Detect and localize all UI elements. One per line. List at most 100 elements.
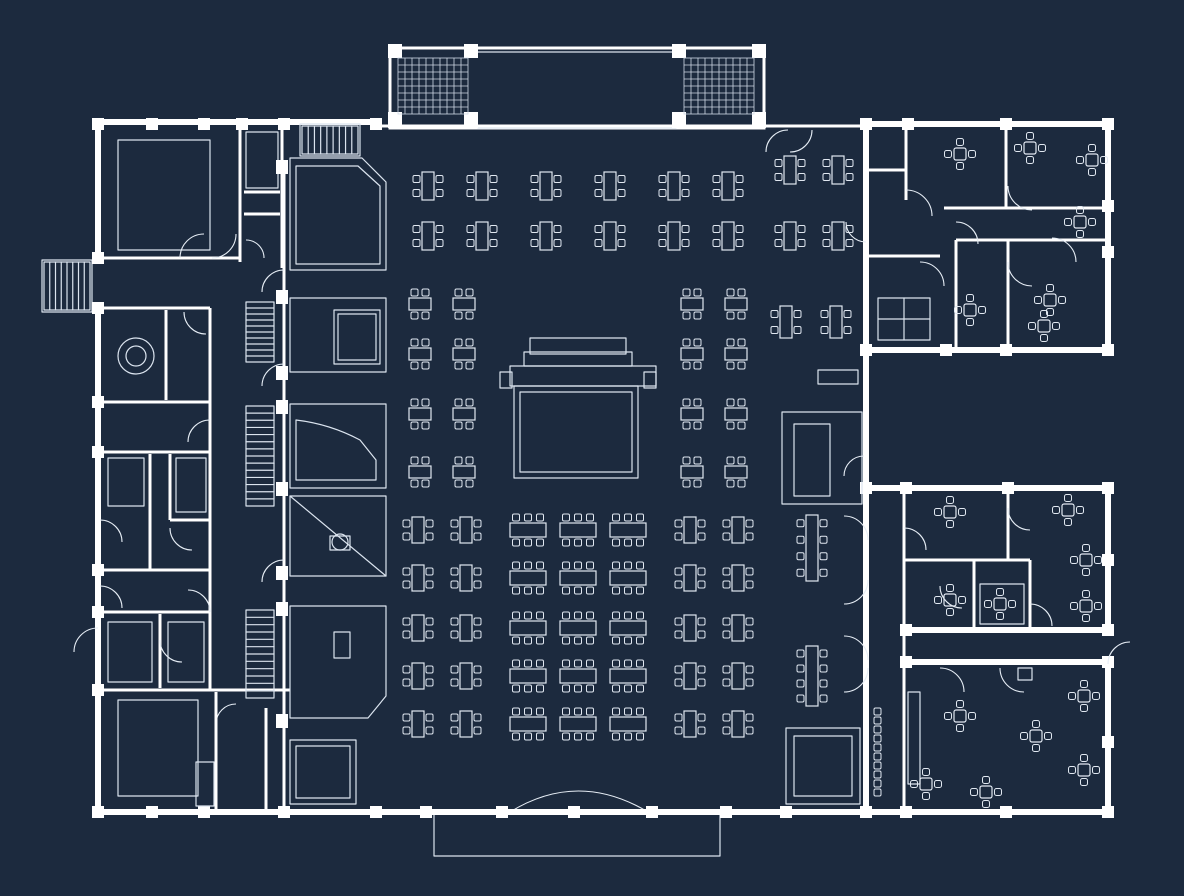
table-with-chairs bbox=[408, 288, 432, 320]
table-with-chairs bbox=[450, 614, 482, 642]
table-with-chairs bbox=[450, 710, 482, 738]
west-rooms bbox=[73, 124, 290, 810]
table-with-chairs bbox=[559, 707, 597, 741]
central-stage bbox=[499, 337, 657, 479]
table-with-chairs bbox=[412, 221, 444, 251]
table-with-chairs bbox=[680, 456, 704, 488]
table-with-chairs bbox=[450, 662, 482, 690]
table-with-chairs bbox=[820, 305, 852, 339]
table-with-chairs bbox=[934, 496, 966, 528]
table-with-chairs bbox=[530, 221, 562, 251]
table-with-chairs bbox=[934, 584, 966, 616]
table-with-chairs bbox=[774, 221, 806, 251]
table-with-chairs bbox=[1070, 590, 1102, 622]
table-with-chairs bbox=[509, 707, 547, 741]
table-with-chairs bbox=[509, 611, 547, 645]
chair bbox=[873, 779, 882, 788]
chair bbox=[873, 725, 882, 734]
table-with-chairs bbox=[408, 338, 432, 370]
chair bbox=[873, 716, 882, 725]
chair bbox=[873, 743, 882, 752]
table-with-chairs bbox=[594, 221, 626, 251]
table-with-chairs bbox=[674, 662, 706, 690]
table-with-chairs bbox=[559, 659, 597, 693]
table-with-chairs bbox=[452, 288, 476, 320]
table-with-chairs bbox=[774, 155, 806, 185]
table-with-chairs bbox=[1076, 144, 1108, 176]
table-with-chairs bbox=[712, 171, 744, 201]
mid-east-wing bbox=[902, 490, 1053, 628]
table-with-chairs bbox=[658, 171, 690, 201]
table-with-chairs bbox=[770, 305, 802, 339]
table-with-chairs bbox=[408, 398, 432, 430]
table-with-chairs bbox=[609, 707, 647, 741]
table-with-chairs bbox=[1064, 206, 1096, 238]
table-with-chairs bbox=[1020, 720, 1052, 752]
table-with-chairs bbox=[609, 611, 647, 645]
table-with-chairs bbox=[796, 645, 828, 707]
east-service-strip bbox=[765, 129, 882, 805]
northeast-wing bbox=[868, 126, 1108, 348]
table-with-chairs bbox=[822, 155, 854, 185]
table-with-chairs bbox=[674, 614, 706, 642]
table-with-chairs bbox=[402, 614, 434, 642]
table-with-chairs bbox=[609, 561, 647, 595]
bottom-entrance bbox=[433, 790, 721, 857]
table-with-chairs bbox=[509, 561, 547, 595]
table-with-chairs bbox=[466, 221, 498, 251]
table-with-chairs bbox=[680, 398, 704, 430]
central-west-rooms bbox=[245, 123, 387, 810]
table-with-chairs bbox=[402, 710, 434, 738]
table-with-chairs bbox=[1068, 680, 1100, 712]
table-with-chairs bbox=[1028, 310, 1060, 342]
table-with-chairs bbox=[724, 456, 748, 488]
chair bbox=[873, 707, 882, 716]
table-with-chairs bbox=[724, 288, 748, 320]
table-with-chairs bbox=[944, 700, 976, 732]
table-with-chairs bbox=[970, 776, 1002, 808]
table-with-chairs bbox=[910, 768, 942, 800]
table-with-chairs bbox=[1052, 494, 1084, 526]
table-with-chairs bbox=[594, 171, 626, 201]
table-with-chairs bbox=[559, 611, 597, 645]
top-entrance-porch bbox=[388, 44, 766, 130]
table-with-chairs bbox=[412, 171, 444, 201]
table-with-chairs bbox=[1070, 544, 1102, 576]
table-with-chairs bbox=[722, 614, 754, 642]
table-with-chairs bbox=[509, 659, 547, 693]
table-with-chairs bbox=[796, 514, 828, 582]
hall-furniture bbox=[402, 155, 854, 741]
table-with-chairs bbox=[722, 564, 754, 592]
table-with-chairs bbox=[724, 338, 748, 370]
chair bbox=[873, 761, 882, 770]
table-with-chairs bbox=[674, 516, 706, 544]
table-with-chairs bbox=[609, 659, 647, 693]
table-with-chairs bbox=[822, 221, 854, 251]
table-with-chairs bbox=[674, 710, 706, 738]
table-with-chairs bbox=[724, 398, 748, 430]
table-with-chairs bbox=[722, 662, 754, 690]
table-with-chairs bbox=[1034, 284, 1066, 316]
table-with-chairs bbox=[954, 294, 986, 326]
table-with-chairs bbox=[402, 516, 434, 544]
table-with-chairs bbox=[984, 588, 1016, 620]
table-with-chairs bbox=[559, 561, 597, 595]
southeast-wing bbox=[907, 641, 1131, 785]
table-with-chairs bbox=[722, 516, 754, 544]
table-with-chairs bbox=[658, 221, 690, 251]
table-with-chairs bbox=[452, 398, 476, 430]
porch-grid-right bbox=[683, 57, 755, 115]
table-with-chairs bbox=[450, 564, 482, 592]
table-with-chairs bbox=[944, 138, 976, 170]
chair bbox=[873, 770, 882, 779]
table-with-chairs bbox=[450, 516, 482, 544]
table-with-chairs bbox=[609, 513, 647, 547]
table-with-chairs bbox=[712, 221, 744, 251]
table-with-chairs bbox=[680, 288, 704, 320]
table-with-chairs bbox=[509, 513, 547, 547]
chair bbox=[873, 752, 882, 761]
table-with-chairs bbox=[722, 710, 754, 738]
table-with-chairs bbox=[408, 456, 432, 488]
table-with-chairs bbox=[530, 171, 562, 201]
